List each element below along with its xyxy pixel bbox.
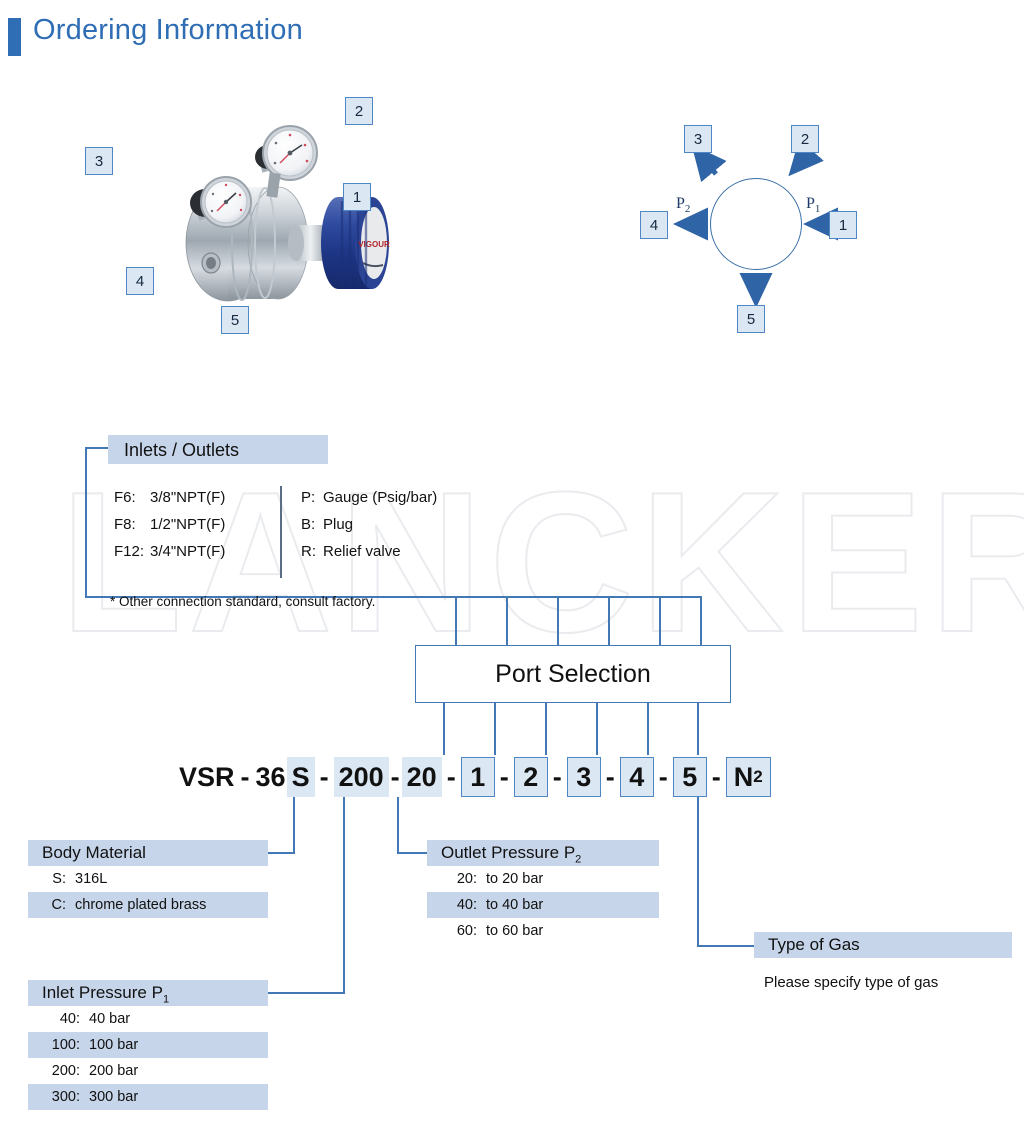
pn-sep-8: - (658, 761, 668, 792)
pn-inlet-pressure-code[interactable]: 200 (333, 757, 389, 797)
product-photo: VIGOUR (110, 95, 400, 340)
connector-port-top-5 (659, 596, 661, 645)
pn-port-code-1[interactable]: 1 (460, 757, 495, 797)
inlets-outlets-note: * Other connection standard, consult fac… (110, 594, 376, 609)
connector-port-bottom-4 (596, 703, 598, 755)
connector-port-top-2 (506, 596, 508, 645)
inlet-pressure-row: 200:200 bar (51, 1063, 139, 1079)
io-divider (280, 486, 282, 578)
body-material-header: Body Material (28, 840, 268, 866)
connection-list: F6:3/8"NPT(F) F8:1/2"NPT(F) F12:3/4"NPT(… (114, 484, 225, 565)
connector-body-material-h (268, 852, 295, 854)
body-material-block: Body Material S:316L C:chrome plated bra… (28, 840, 268, 918)
connector-port-bottom-6 (697, 703, 699, 755)
header-accent-bar (8, 18, 21, 56)
diagram-callout-3: 3 (684, 125, 712, 153)
pn-sep-1: - (240, 761, 250, 792)
connector-inlet-pressure-h (268, 992, 345, 994)
pn-body-material-code[interactable]: S (286, 757, 315, 797)
part-number-row: VSR - 36 S - 200 - 20 - 1 - 2 - 3 - 4 - … (178, 757, 771, 797)
pn-port-code-2[interactable]: 2 (513, 757, 548, 797)
port-type-list: P:Gauge (Psig/bar) B:Plug R:Relief valve (301, 484, 437, 565)
type-of-gas-note: Please specify type of gas (764, 974, 939, 991)
pn-port-code-4[interactable]: 4 (619, 757, 654, 797)
knob-brand-text: VIGOUR (358, 240, 390, 249)
pn-sep-9: - (711, 761, 721, 792)
body-material-row: C:chrome plated brass (28, 892, 268, 918)
outlet-pressure-row: 40:to 40 bar (427, 892, 659, 918)
connector-io-horizontal (85, 596, 701, 598)
connector-port-bottom-3 (545, 703, 547, 755)
pn-port-code-5[interactable]: 5 (672, 757, 707, 797)
diagram-callout-4: 4 (640, 211, 668, 239)
connector-outlet-pressure-h (397, 852, 427, 854)
photo-callout-3: 3 (85, 147, 113, 175)
connector-port-top-3 (557, 596, 559, 645)
connector-port-top-4 (608, 596, 610, 645)
inlets-outlets-body: F6:3/8"NPT(F) F8:1/2"NPT(F) F12:3/4"NPT(… (108, 484, 468, 609)
type-of-gas-header: Type of Gas (754, 932, 1012, 958)
regulator-body-circle (710, 178, 802, 270)
connection-item: F8:1/2"NPT(F) (114, 516, 226, 533)
pn-sep-4: - (446, 761, 456, 792)
gauge-outlet (190, 176, 252, 228)
inlet-pressure-row: 40:40 bar (59, 1011, 131, 1027)
inlet-pressure-row: 300:300 bar (28, 1084, 268, 1110)
pn-sep-5: - (499, 761, 509, 792)
photo-callout-2: 2 (345, 97, 373, 125)
arrow-port-3 (691, 144, 727, 183)
pn-sep-6: - (552, 761, 562, 792)
outlet-pressure-row: 60:to 60 bar (456, 923, 544, 939)
pn-outlet-pressure-code[interactable]: 20 (401, 757, 442, 797)
page-title: Ordering Information (33, 14, 303, 46)
pn-series: 36 (255, 761, 286, 792)
type-of-gas-block: Type of Gas Please specify type of gas (754, 932, 1012, 996)
connector-io-vertical (85, 447, 87, 597)
connector-type-of-gas-v (697, 797, 699, 946)
port-selection-box: Port Selection (415, 645, 731, 703)
connector-port-top-6 (700, 596, 702, 645)
connector-inlet-pressure-v (343, 797, 345, 993)
outlet-pressure-header: Outlet Pressure P2 (427, 840, 659, 866)
photo-callout-4: 4 (126, 267, 154, 295)
connector-port-bottom-5 (647, 703, 649, 755)
diagram-callout-1: 1 (829, 211, 857, 239)
inlets-outlets-panel: Inlets / Outlets F6:3/8"NPT(F) F8:1/2"NP… (108, 435, 468, 609)
diagram-callout-5: 5 (737, 305, 765, 333)
lancker-watermark: LANCKER (59, 451, 1024, 674)
connector-port-top-1 (455, 596, 457, 645)
pn-sep-2: - (319, 761, 329, 792)
diagram-callout-2: 2 (791, 125, 819, 153)
port-type-item: P:Gauge (Psig/bar) (301, 489, 438, 506)
photo-callout-1: 1 (343, 183, 371, 211)
pn-sep-3: - (390, 761, 400, 792)
pn-port-code-3[interactable]: 3 (566, 757, 601, 797)
inlets-outlets-header: Inlets / Outlets (108, 435, 328, 464)
inlet-pressure-header: Inlet Pressure P1 (28, 980, 268, 1006)
p2-label: P2 (676, 195, 691, 216)
p1-label: P1 (806, 195, 821, 216)
gauge-inlet (255, 125, 318, 198)
connection-item: F6:3/8"NPT(F) (114, 489, 226, 506)
port-type-item: B:Plug (301, 516, 354, 533)
connector-port-bottom-1 (443, 703, 445, 755)
pn-prefix: VSR (179, 761, 235, 792)
connector-outlet-pressure-v (397, 797, 399, 853)
connector-type-of-gas-h (697, 945, 754, 947)
outlet-pressure-block: Outlet Pressure P2 20:to 20 bar 40:to 40… (427, 840, 659, 944)
port-type-item: R:Relief valve (301, 543, 401, 560)
connector-io-stub (85, 447, 109, 449)
connection-item: F12:3/4"NPT(F) (114, 543, 226, 560)
regulator-illustration: VIGOUR (185, 125, 390, 302)
body-material-row: S:316L (52, 871, 108, 887)
pn-sep-7: - (605, 761, 615, 792)
inlet-pressure-row: 100:100 bar (28, 1032, 268, 1058)
outlet-pressure-row: 20:to 20 bar (456, 871, 544, 887)
photo-callout-5: 5 (221, 306, 249, 334)
connector-port-bottom-2 (494, 703, 496, 755)
connector-body-material-v (293, 797, 295, 853)
inlet-pressure-block: Inlet Pressure P1 40:40 bar 100:100 bar … (28, 980, 268, 1110)
